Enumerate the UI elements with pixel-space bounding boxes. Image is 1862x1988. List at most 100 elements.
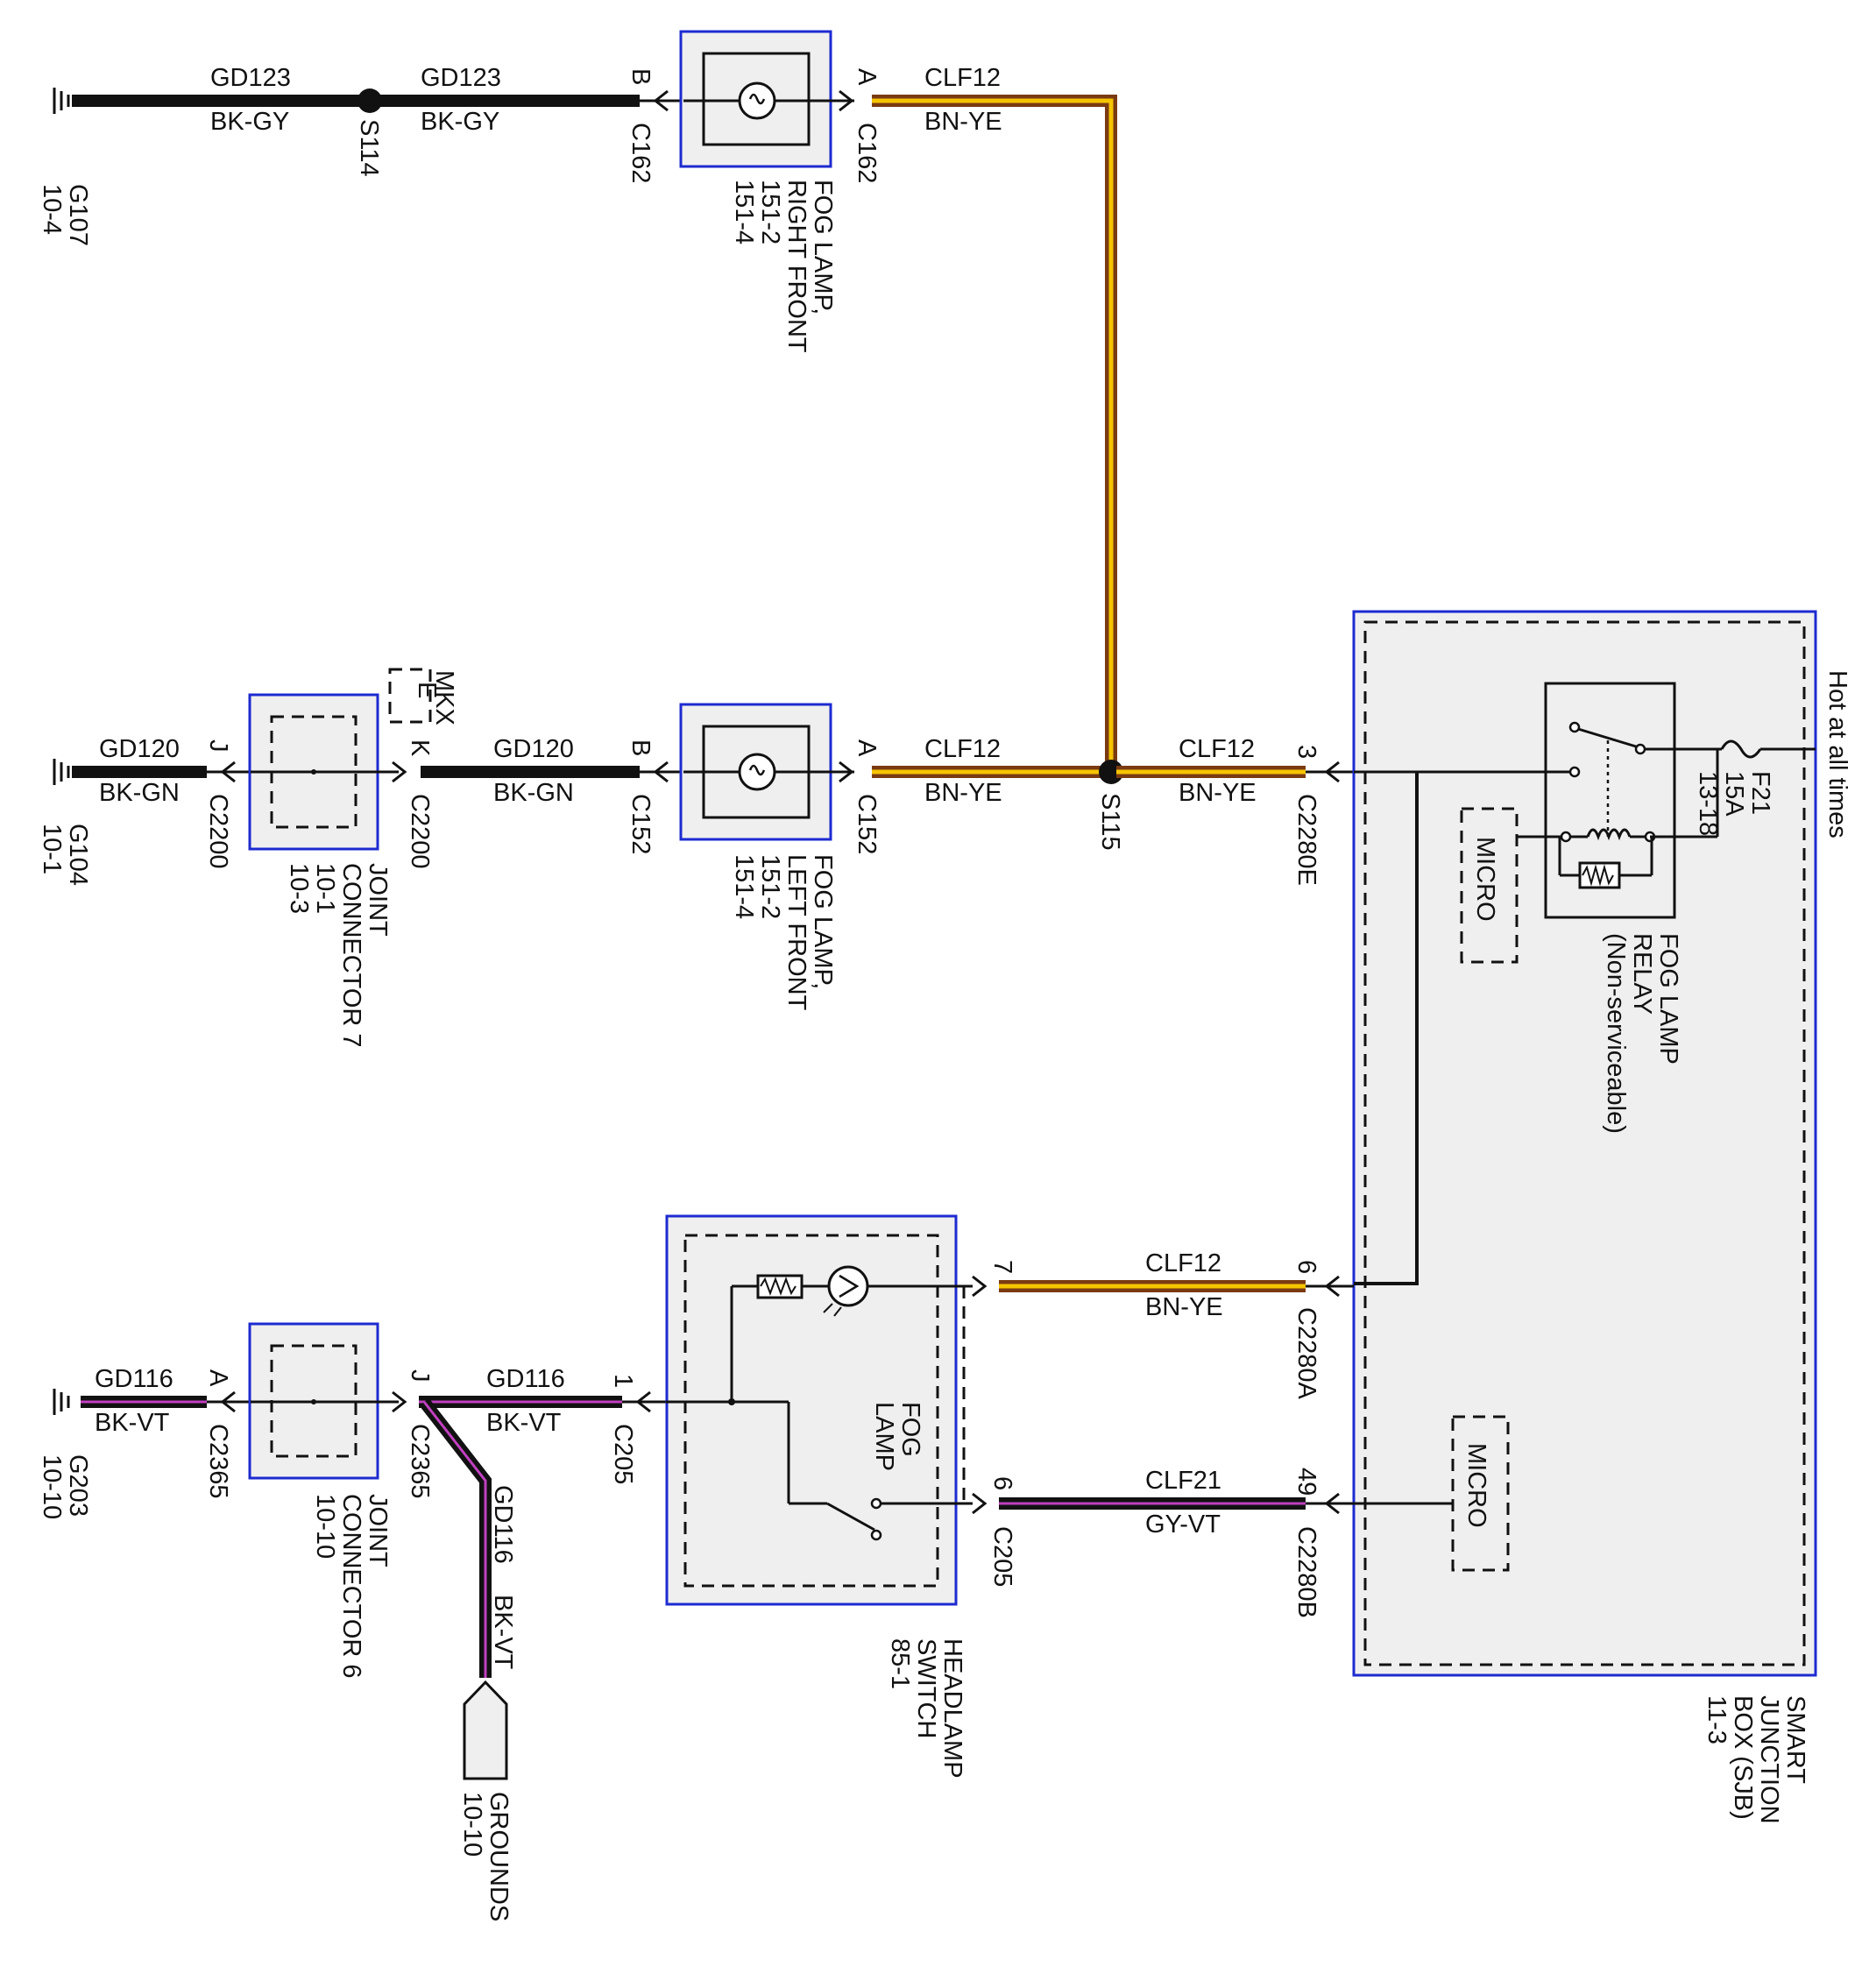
wire-gd120-2-color: BK-GN (493, 779, 574, 807)
connector-c205-7-pin: 7 (988, 1260, 1016, 1274)
grounds-line1: GROUNDS (485, 1792, 513, 1921)
wire-clf12-3-color: BN-YE (1179, 779, 1257, 807)
lamp-bulb-icon (738, 81, 776, 120)
connector-c205-6-pin: 6 (988, 1476, 1016, 1490)
sjb-line4: 11-3 (1703, 1695, 1731, 1744)
connector-c2365-j (392, 1390, 407, 1413)
connector-c2365-j-name: C2365 (406, 1424, 434, 1498)
hot-at-all-times: Hot at all times (1823, 670, 1851, 838)
option-box-mkx (388, 668, 432, 724)
sjb-line1: SMART (1781, 1695, 1809, 1784)
lamp-bulb-icon (738, 753, 776, 791)
relay-coil-icon (1558, 828, 1656, 889)
fog-lamp-right-inner (702, 52, 811, 146)
ground-label-g104: G104 (64, 824, 92, 886)
micro-module-1 (1460, 807, 1519, 964)
ground-label-g203: G203 (64, 1454, 92, 1517)
wire-gd123-1-color: BK-GY (210, 108, 289, 136)
connector-c152-b (640, 761, 683, 783)
connector-c2365-a-name: C2365 (204, 1424, 232, 1498)
wire-gd116-3 (419, 1397, 492, 1678)
splice-s115-label: S115 (1096, 793, 1124, 851)
sjb-line3: BOX (SJB) (1729, 1695, 1757, 1820)
ground-symbol-g104 (53, 759, 70, 785)
connector-c152-a-name: C152 (853, 794, 881, 854)
wire-gd116-1-circuit: GD116 (95, 1365, 173, 1393)
switch-inner-label2: LAMP (870, 1402, 898, 1471)
connector-c162-b-pin: B (627, 68, 655, 85)
headlamp-switch-inner (683, 1234, 939, 1588)
splice-s114-label: S114 (355, 119, 383, 177)
resistor-icon (756, 1274, 804, 1299)
headlamp-switch (665, 1214, 958, 1606)
hs-line1: HEADLAMP (938, 1638, 966, 1779)
fog-right-line3: 151-2 (756, 180, 784, 244)
connector-c2280b (1306, 1492, 1354, 1515)
connector-c162-a-pin: A (853, 68, 881, 86)
connector-c205-1-name: C205 (609, 1424, 637, 1484)
connector-c2280a (1306, 1275, 1354, 1298)
grounds-reference-tag (463, 1680, 508, 1780)
wire-clf12-2-circuit: CLF12 (924, 735, 1001, 763)
connector-c152-b-name: C152 (627, 794, 655, 854)
sjb-inner (1363, 620, 1806, 1666)
connector-c2280a-pin: 6 (1292, 1260, 1320, 1274)
joint6-line2: CONNECTOR 6 (337, 1494, 365, 1679)
wire-gd116-2-color: BK-VT (486, 1409, 562, 1437)
connector-c2200-k (392, 761, 407, 783)
connector-c2200-k-name: C2200 (406, 794, 434, 868)
ground-page-g104: 10-1 (38, 824, 66, 874)
wire-clf12-1 (872, 95, 1117, 768)
wire-clf21-circuit: CLF21 (1145, 1467, 1221, 1495)
connector-c205-6 (972, 1492, 988, 1515)
hs-line3: 85-1 (886, 1638, 914, 1689)
fog-right-line4: 151-4 (730, 180, 758, 244)
relay-line1: FOG LAMP (1654, 933, 1682, 1065)
wire-gd120-1-circuit: GD120 (99, 735, 180, 763)
wire-gd116-1-color: BK-VT (95, 1409, 170, 1437)
connector-c2280e-name: C2280E (1292, 794, 1320, 886)
micro-2-label: MICRO (1462, 1443, 1490, 1528)
wire-gd123-2-color: BK-GY (421, 108, 499, 136)
ground-label-g107: G107 (64, 184, 92, 246)
fog-left-line2: LEFT FRONT (782, 854, 811, 1011)
relay-line3: (Non-serviceable) (1602, 933, 1630, 1134)
fuse-line1: F21 (1746, 771, 1774, 815)
relay-switch-contact (1568, 721, 1646, 837)
fuse-f21-icon (1720, 739, 1816, 759)
connector-c205-6-name: C205 (988, 1526, 1016, 1587)
connector-c2280e-pin: 3 (1292, 745, 1320, 759)
ground-symbol-g107 (53, 88, 70, 114)
joint6-line1: JOINT (364, 1494, 392, 1567)
ground-page-g107: 10-4 (38, 184, 66, 235)
ground-symbol-g203 (53, 1389, 70, 1415)
wire-clf12-2-color: BN-YE (924, 779, 1002, 807)
joint7-line3: 10-1 (311, 863, 339, 914)
connector-c2280e (1306, 761, 1354, 783)
joint6-line3: 10-10 (311, 1494, 339, 1559)
option-mkx-label: MKX (430, 670, 458, 725)
connector-c2200-j-pin: J (204, 739, 232, 753)
relay-line2: RELAY (1628, 933, 1656, 1015)
fuse-line2: 15A (1720, 771, 1748, 817)
connector-c2365-j-pin: J (406, 1369, 434, 1383)
wire-gd120-1-color: BK-GN (99, 779, 180, 807)
connector-c2280b-name: C2280B (1292, 1526, 1320, 1618)
connector-c2200-j (207, 761, 251, 783)
wire-clf12-4-circuit: CLF12 (1145, 1249, 1221, 1277)
option-box-letter: E (413, 682, 441, 698)
fog-left-line4: 151-4 (730, 854, 758, 919)
wire-gd116-2-circuit: GD116 (486, 1365, 565, 1393)
wire-clf12-1-circuit: CLF12 (924, 64, 1001, 92)
ground-page-g203: 10-10 (38, 1454, 66, 1519)
joint7-line2: CONNECTOR 7 (337, 863, 365, 1048)
connector-c152-a (839, 761, 854, 783)
wire-gd116-3-color: BK-VT (489, 1595, 517, 1670)
joint7-line1: JOINT (364, 863, 392, 937)
connector-c162-b (640, 89, 683, 112)
wire-gd123-2-circuit: GD123 (421, 64, 501, 92)
switch-contact-icon (789, 1497, 882, 1541)
connector-c2200-j-name: C2200 (204, 794, 232, 868)
sjb-line2: JUNCTION (1755, 1695, 1783, 1824)
